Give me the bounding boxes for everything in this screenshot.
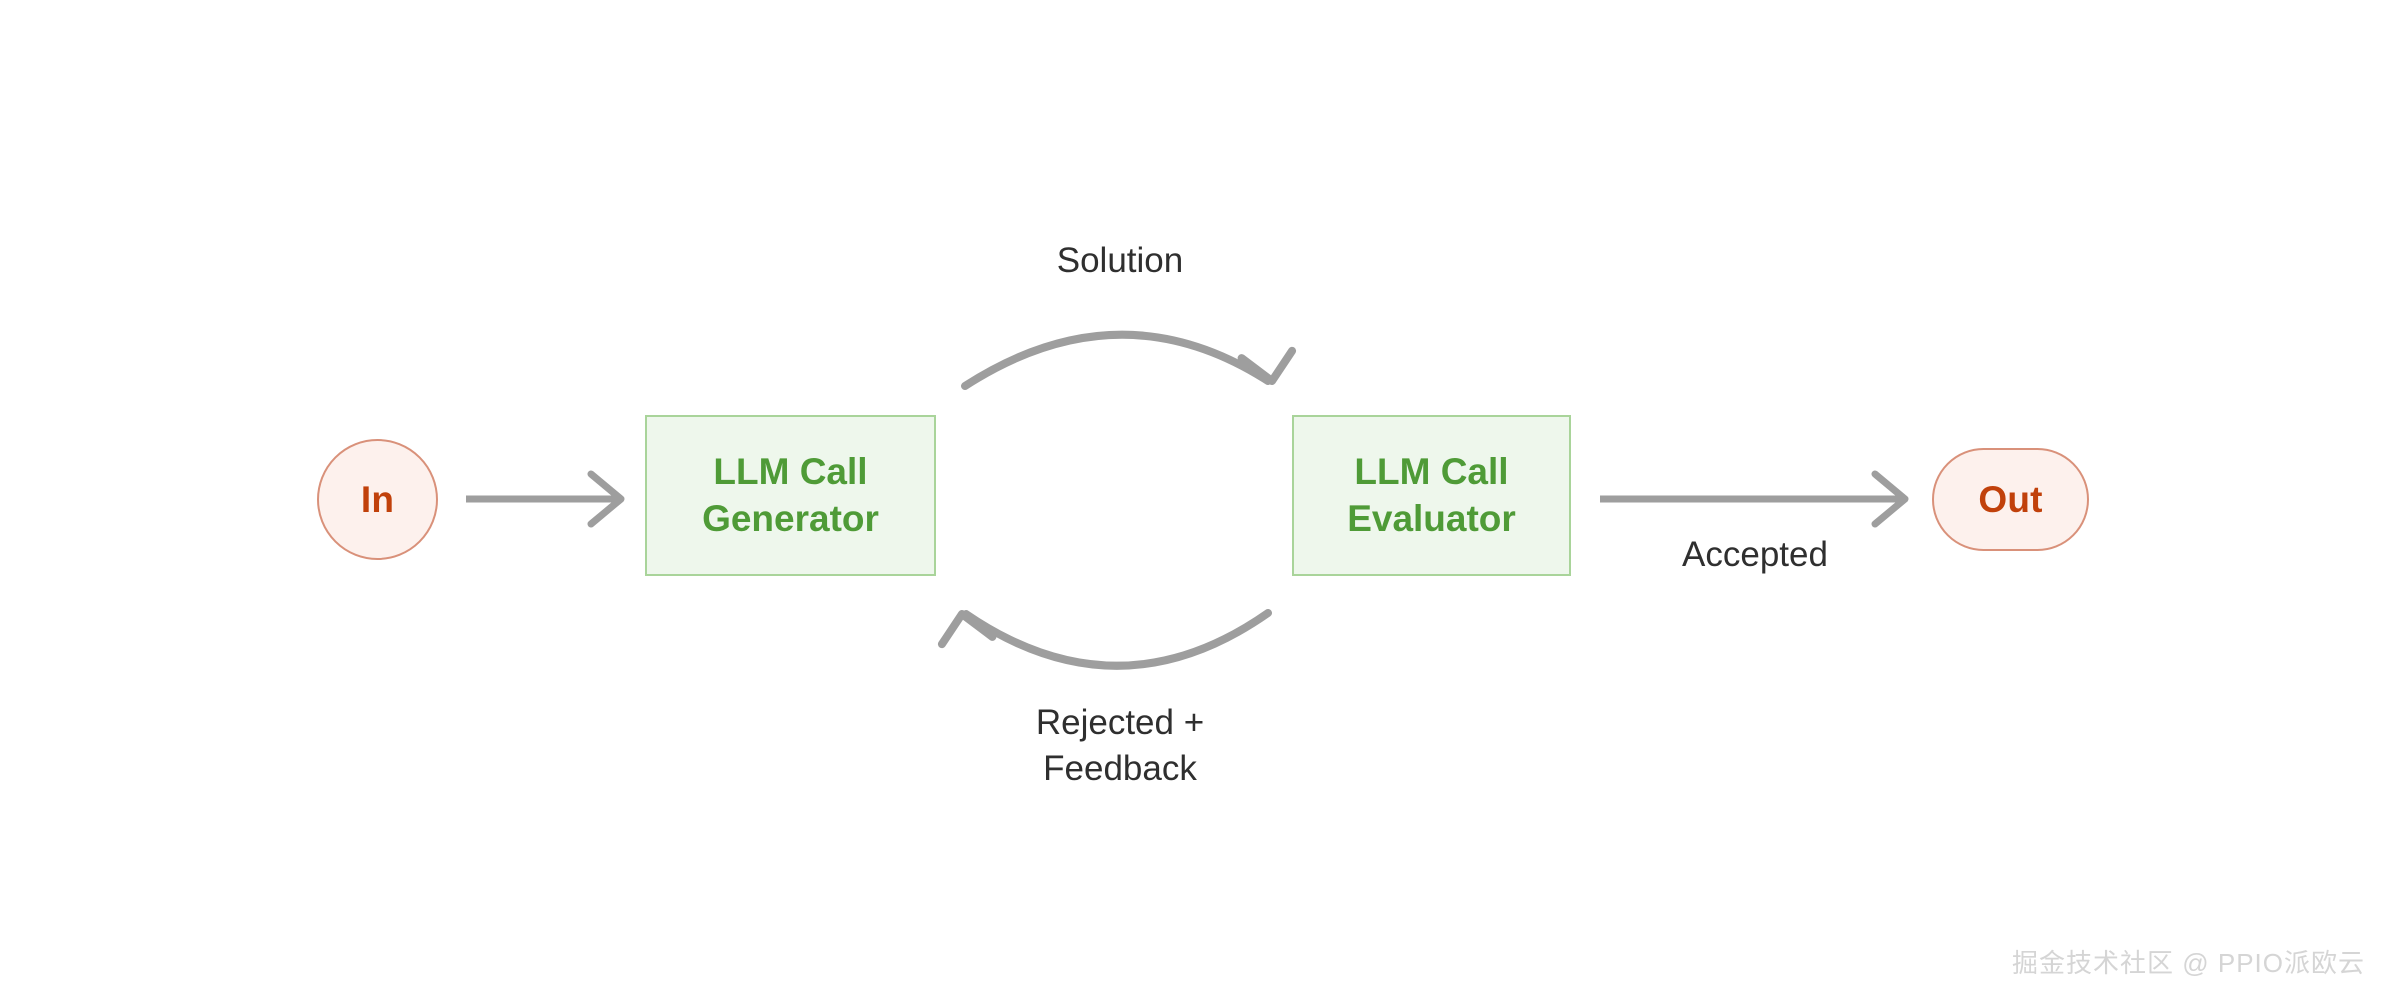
edge-label-rejected-feedback: Rejected + Feedback xyxy=(1035,703,1205,788)
edge-generator-to-evaluator-arrowhead xyxy=(1237,346,1297,385)
edge-generator-to-evaluator-arc xyxy=(961,330,1272,390)
node-input-label: In xyxy=(360,479,395,520)
node-output-label: Out xyxy=(1978,479,2043,520)
node-llm-call-generator-label-line1: LLM Call xyxy=(713,451,868,493)
edge-evaluator-to-generator xyxy=(937,609,1272,670)
edge-evaluator-to-output xyxy=(1600,470,1909,528)
node-llm-call-evaluator[interactable]: LLM Call Evaluator xyxy=(1292,415,1571,576)
edge-input-to-generator xyxy=(466,470,625,528)
node-llm-call-evaluator-label-line1: LLM Call xyxy=(1354,451,1509,493)
node-llm-call-evaluator-label-line2: Evaluator xyxy=(1347,497,1516,539)
edge-evaluator-to-generator-arrowhead xyxy=(937,610,997,649)
edge-label-accepted: Accepted xyxy=(1682,535,1828,574)
edge-evaluator-to-generator-arc xyxy=(962,609,1272,670)
node-llm-call-generator[interactable]: LLM Call Generator xyxy=(645,415,936,576)
node-output[interactable]: Out xyxy=(1932,448,2089,551)
node-input[interactable]: In xyxy=(317,439,438,560)
edge-evaluator-to-output-arrowhead xyxy=(1871,470,1909,528)
watermark-text: 掘金技术社区 @ PPIO派欧云 xyxy=(2012,948,2365,978)
edge-generator-to-evaluator xyxy=(961,330,1297,390)
edge-label-solution: Solution xyxy=(1056,241,1184,280)
node-llm-call-generator-label-line2: Generator xyxy=(702,497,879,539)
edge-input-to-generator-arrowhead xyxy=(587,470,625,528)
